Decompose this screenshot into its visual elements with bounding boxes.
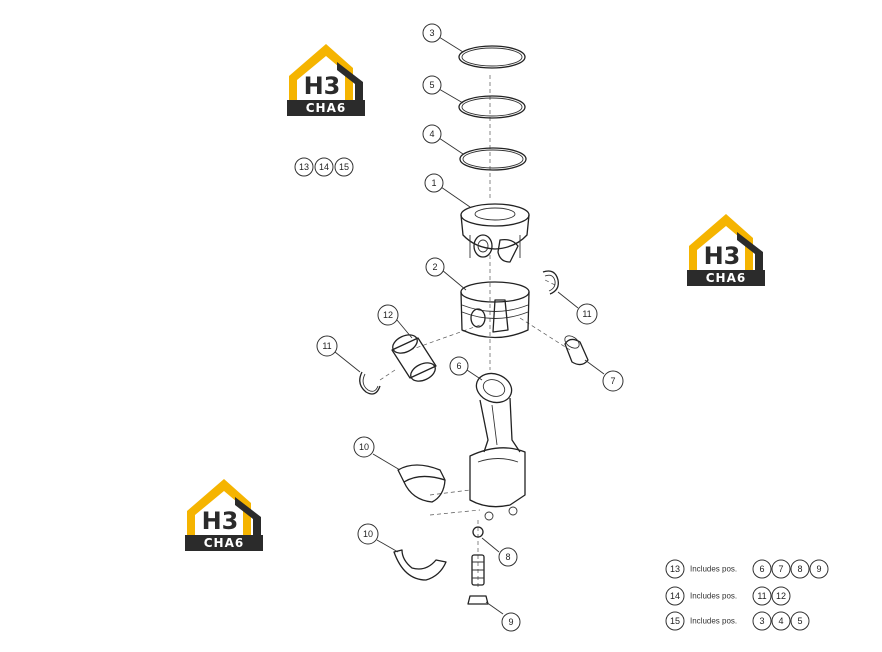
legend-item: 11 (752, 586, 772, 606)
legend-ref: 15 (665, 611, 685, 631)
house-logo-icon: H3 CHA6 (185, 479, 263, 551)
legend-item: 8 (790, 559, 810, 579)
callout-label: 10 (363, 529, 373, 539)
legend-item: 9 (809, 559, 829, 579)
callout-5: 5 (422, 75, 442, 95)
legend-item-label: 4 (778, 616, 783, 626)
group-reference-13: 13 (294, 157, 314, 177)
legend-text: Includes pos. (690, 592, 737, 601)
legend-item-label: 11 (757, 591, 766, 601)
callout-label: 6 (456, 361, 461, 371)
piston-ring-top (458, 45, 526, 69)
legend-item-label: 3 (759, 616, 764, 626)
group-reference-14: 14 (314, 157, 334, 177)
logo-monogram: H3 (202, 507, 239, 535)
callout-12: 12 (377, 304, 399, 326)
piston-ring-middle (458, 95, 526, 119)
legend-text: Includes pos. (690, 617, 737, 626)
group-reference-label: 13 (299, 162, 309, 172)
logo-wordmark: CHA6 (204, 536, 245, 550)
callout-label: 9 (508, 617, 513, 627)
callout-2: 2 (425, 257, 445, 277)
bearing-shell-upper (397, 464, 446, 503)
brand-logo-watermark: H3 CHA6 (183, 473, 265, 553)
legend-ref: 14 (665, 586, 685, 606)
callout-10-lower: 10 (357, 523, 379, 545)
callout-label: 1 (431, 178, 436, 188)
legend-ref-label: 14 (670, 591, 680, 601)
legend-item-label: 6 (759, 564, 764, 574)
legend-item: 5 (790, 611, 810, 631)
callout-3: 3 (422, 23, 442, 43)
logo-monogram: H3 (704, 242, 741, 270)
logo-wordmark: CHA6 (306, 101, 347, 115)
callout-label: 4 (429, 129, 434, 139)
legend-item: 4 (771, 611, 791, 631)
callout-4: 4 (422, 124, 442, 144)
callout-label: 11 (322, 341, 331, 351)
callout-8: 8 (498, 547, 518, 567)
callout-label: 12 (383, 310, 393, 320)
piston-ring-oil (459, 147, 527, 171)
callout-9: 9 (501, 612, 521, 632)
callout-10-upper: 10 (353, 436, 375, 458)
legend-item-label: 9 (816, 564, 821, 574)
legend-text: Includes pos. (690, 565, 737, 574)
group-reference-label: 15 (339, 162, 349, 172)
legend-ref: 13 (665, 559, 685, 579)
bearing-shell-lower (393, 549, 447, 581)
callout-label: 5 (429, 80, 434, 90)
callout-6: 6 (449, 356, 469, 376)
callout-label: 7 (610, 376, 615, 386)
callout-7: 7 (602, 370, 624, 392)
kit-legend: 13 Includes pos. 6 7 8 9 14 Includes pos… (665, 559, 829, 631)
callout-11-right: 11 (576, 303, 598, 325)
logo-monogram: H3 (304, 72, 341, 100)
brand-logo-watermark: H3 CHA6 (285, 38, 367, 118)
callout-label: 8 (505, 552, 510, 562)
house-logo-icon: H3 CHA6 (687, 214, 765, 286)
callout-label: 2 (432, 262, 437, 272)
piston-skirt (460, 281, 530, 339)
callout-label: 3 (429, 28, 434, 38)
group-reference-label: 14 (319, 162, 329, 172)
legend-item: 7 (771, 559, 791, 579)
legend-item-label: 5 (797, 616, 802, 626)
house-logo-icon: H3 CHA6 (287, 44, 365, 116)
legend-row-15: 15 Includes pos. 3 4 5 (665, 611, 810, 631)
callout-11-left: 11 (316, 335, 338, 357)
legend-item-label: 7 (778, 564, 783, 574)
rod-bolt (467, 526, 489, 605)
legend-item: 6 (752, 559, 772, 579)
legend-item-label: 12 (776, 591, 786, 601)
group-reference-15: 15 (334, 157, 354, 177)
legend-row-13: 13 Includes pos. 6 7 8 9 (665, 559, 829, 579)
piston-pin (391, 334, 437, 382)
leader-lines (334, 36, 605, 615)
callout-label: 11 (582, 309, 591, 319)
retaining-ring-right (542, 270, 559, 295)
assembly-axis-lines (379, 75, 571, 590)
callout-1: 1 (424, 173, 444, 193)
small-end-bushing (564, 335, 589, 366)
legend-item-label: 8 (797, 564, 802, 574)
logo-wordmark: CHA6 (706, 271, 747, 285)
legend-ref-label: 13 (670, 564, 680, 574)
connecting-rod (469, 372, 526, 521)
retaining-ring-left (359, 371, 381, 395)
brand-logo-watermark: H3 CHA6 (685, 208, 767, 288)
piston-crown (460, 203, 530, 263)
legend-row-14: 14 Includes pos. 11 12 (665, 586, 791, 606)
legend-item: 3 (752, 611, 772, 631)
legend-ref-label: 15 (670, 616, 680, 626)
legend-item: 12 (771, 586, 791, 606)
callout-label: 10 (359, 442, 369, 452)
